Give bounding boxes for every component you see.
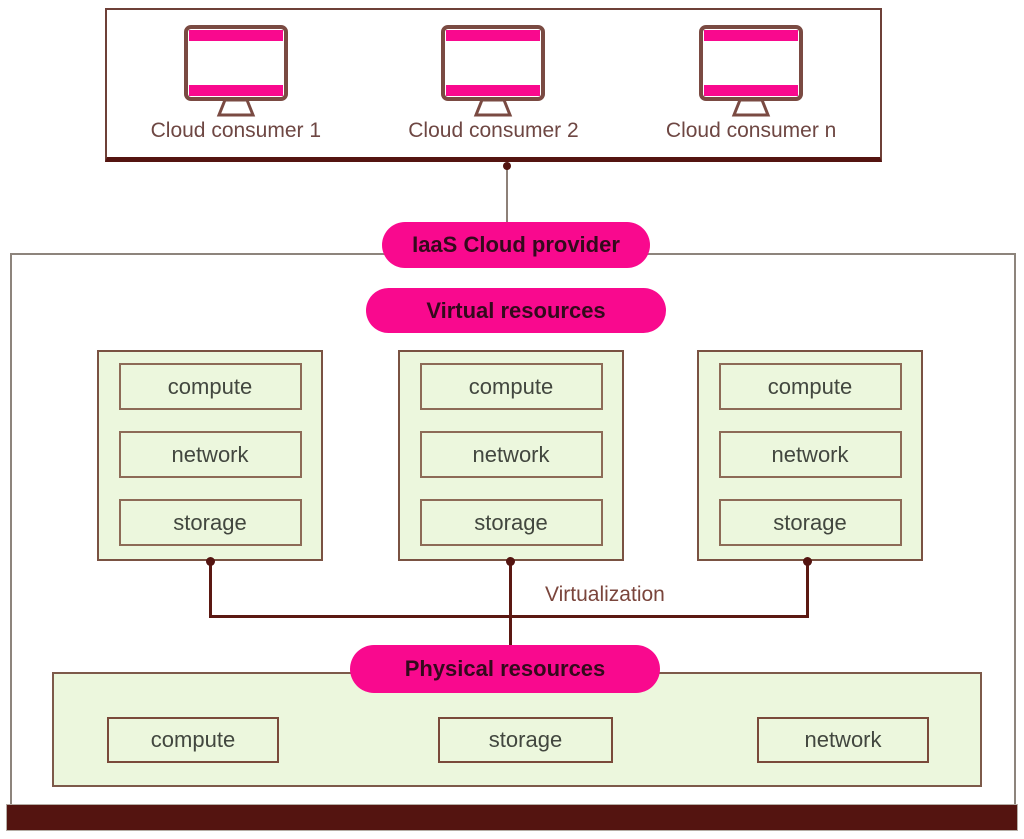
connector-center-stub bbox=[509, 561, 512, 648]
virtual-resource-group-3: compute network storage bbox=[697, 350, 923, 561]
connector-horizontal-line bbox=[209, 615, 809, 618]
base-bar bbox=[6, 804, 1018, 831]
connector-right-dot bbox=[803, 557, 812, 566]
cloud-consumer-n-label: Cloud consumer n bbox=[665, 118, 837, 142]
cloud-consumers-box: Cloud consumer 1 Cloud consumer 2 Cloud … bbox=[105, 8, 882, 162]
physical-compute-box: compute bbox=[107, 717, 279, 763]
virtual-resource-group-1: compute network storage bbox=[97, 350, 323, 561]
virtual-storage-box: storage bbox=[118, 499, 302, 546]
virtual-network-box: network bbox=[419, 431, 603, 478]
virtual-storage-box: storage bbox=[718, 499, 902, 546]
physical-storage-box: storage bbox=[438, 717, 613, 763]
cloud-consumer-n: Cloud consumer n bbox=[665, 24, 837, 143]
consumers-to-provider-line bbox=[506, 164, 508, 224]
virtual-compute-box: compute bbox=[718, 363, 902, 410]
virtual-storage-box: storage bbox=[419, 499, 603, 546]
cloud-consumer-1: Cloud consumer 1 bbox=[150, 24, 322, 143]
cloud-consumer-2: Cloud consumer 2 bbox=[408, 24, 579, 143]
virtual-network-box: network bbox=[718, 431, 902, 478]
virtual-compute-box: compute bbox=[419, 363, 603, 410]
monitor-icon bbox=[699, 24, 804, 116]
virtual-compute-box: compute bbox=[118, 363, 302, 410]
monitor-icon bbox=[441, 24, 546, 116]
monitor-icon bbox=[183, 24, 288, 116]
virtual-resources-pill: Virtual resources bbox=[366, 288, 666, 333]
connector-right-stub bbox=[806, 561, 809, 618]
virtual-resource-group-2: compute network storage bbox=[398, 350, 624, 561]
virtualization-label: Virtualization bbox=[545, 583, 665, 606]
connector-left-dot bbox=[206, 557, 215, 566]
physical-resources-box: compute storage network bbox=[52, 672, 982, 787]
physical-resources-pill: Physical resources bbox=[350, 645, 660, 693]
virtual-network-box: network bbox=[118, 431, 302, 478]
connector-center-dot bbox=[506, 557, 515, 566]
cloud-consumer-2-label: Cloud consumer 2 bbox=[408, 118, 579, 142]
consumers-to-provider-dot bbox=[503, 162, 511, 170]
cloud-consumer-1-label: Cloud consumer 1 bbox=[150, 118, 322, 142]
physical-network-box: network bbox=[757, 717, 929, 763]
iaas-cloud-provider-pill: IaaS Cloud provider bbox=[382, 222, 650, 268]
connector-left-stub bbox=[209, 561, 212, 618]
